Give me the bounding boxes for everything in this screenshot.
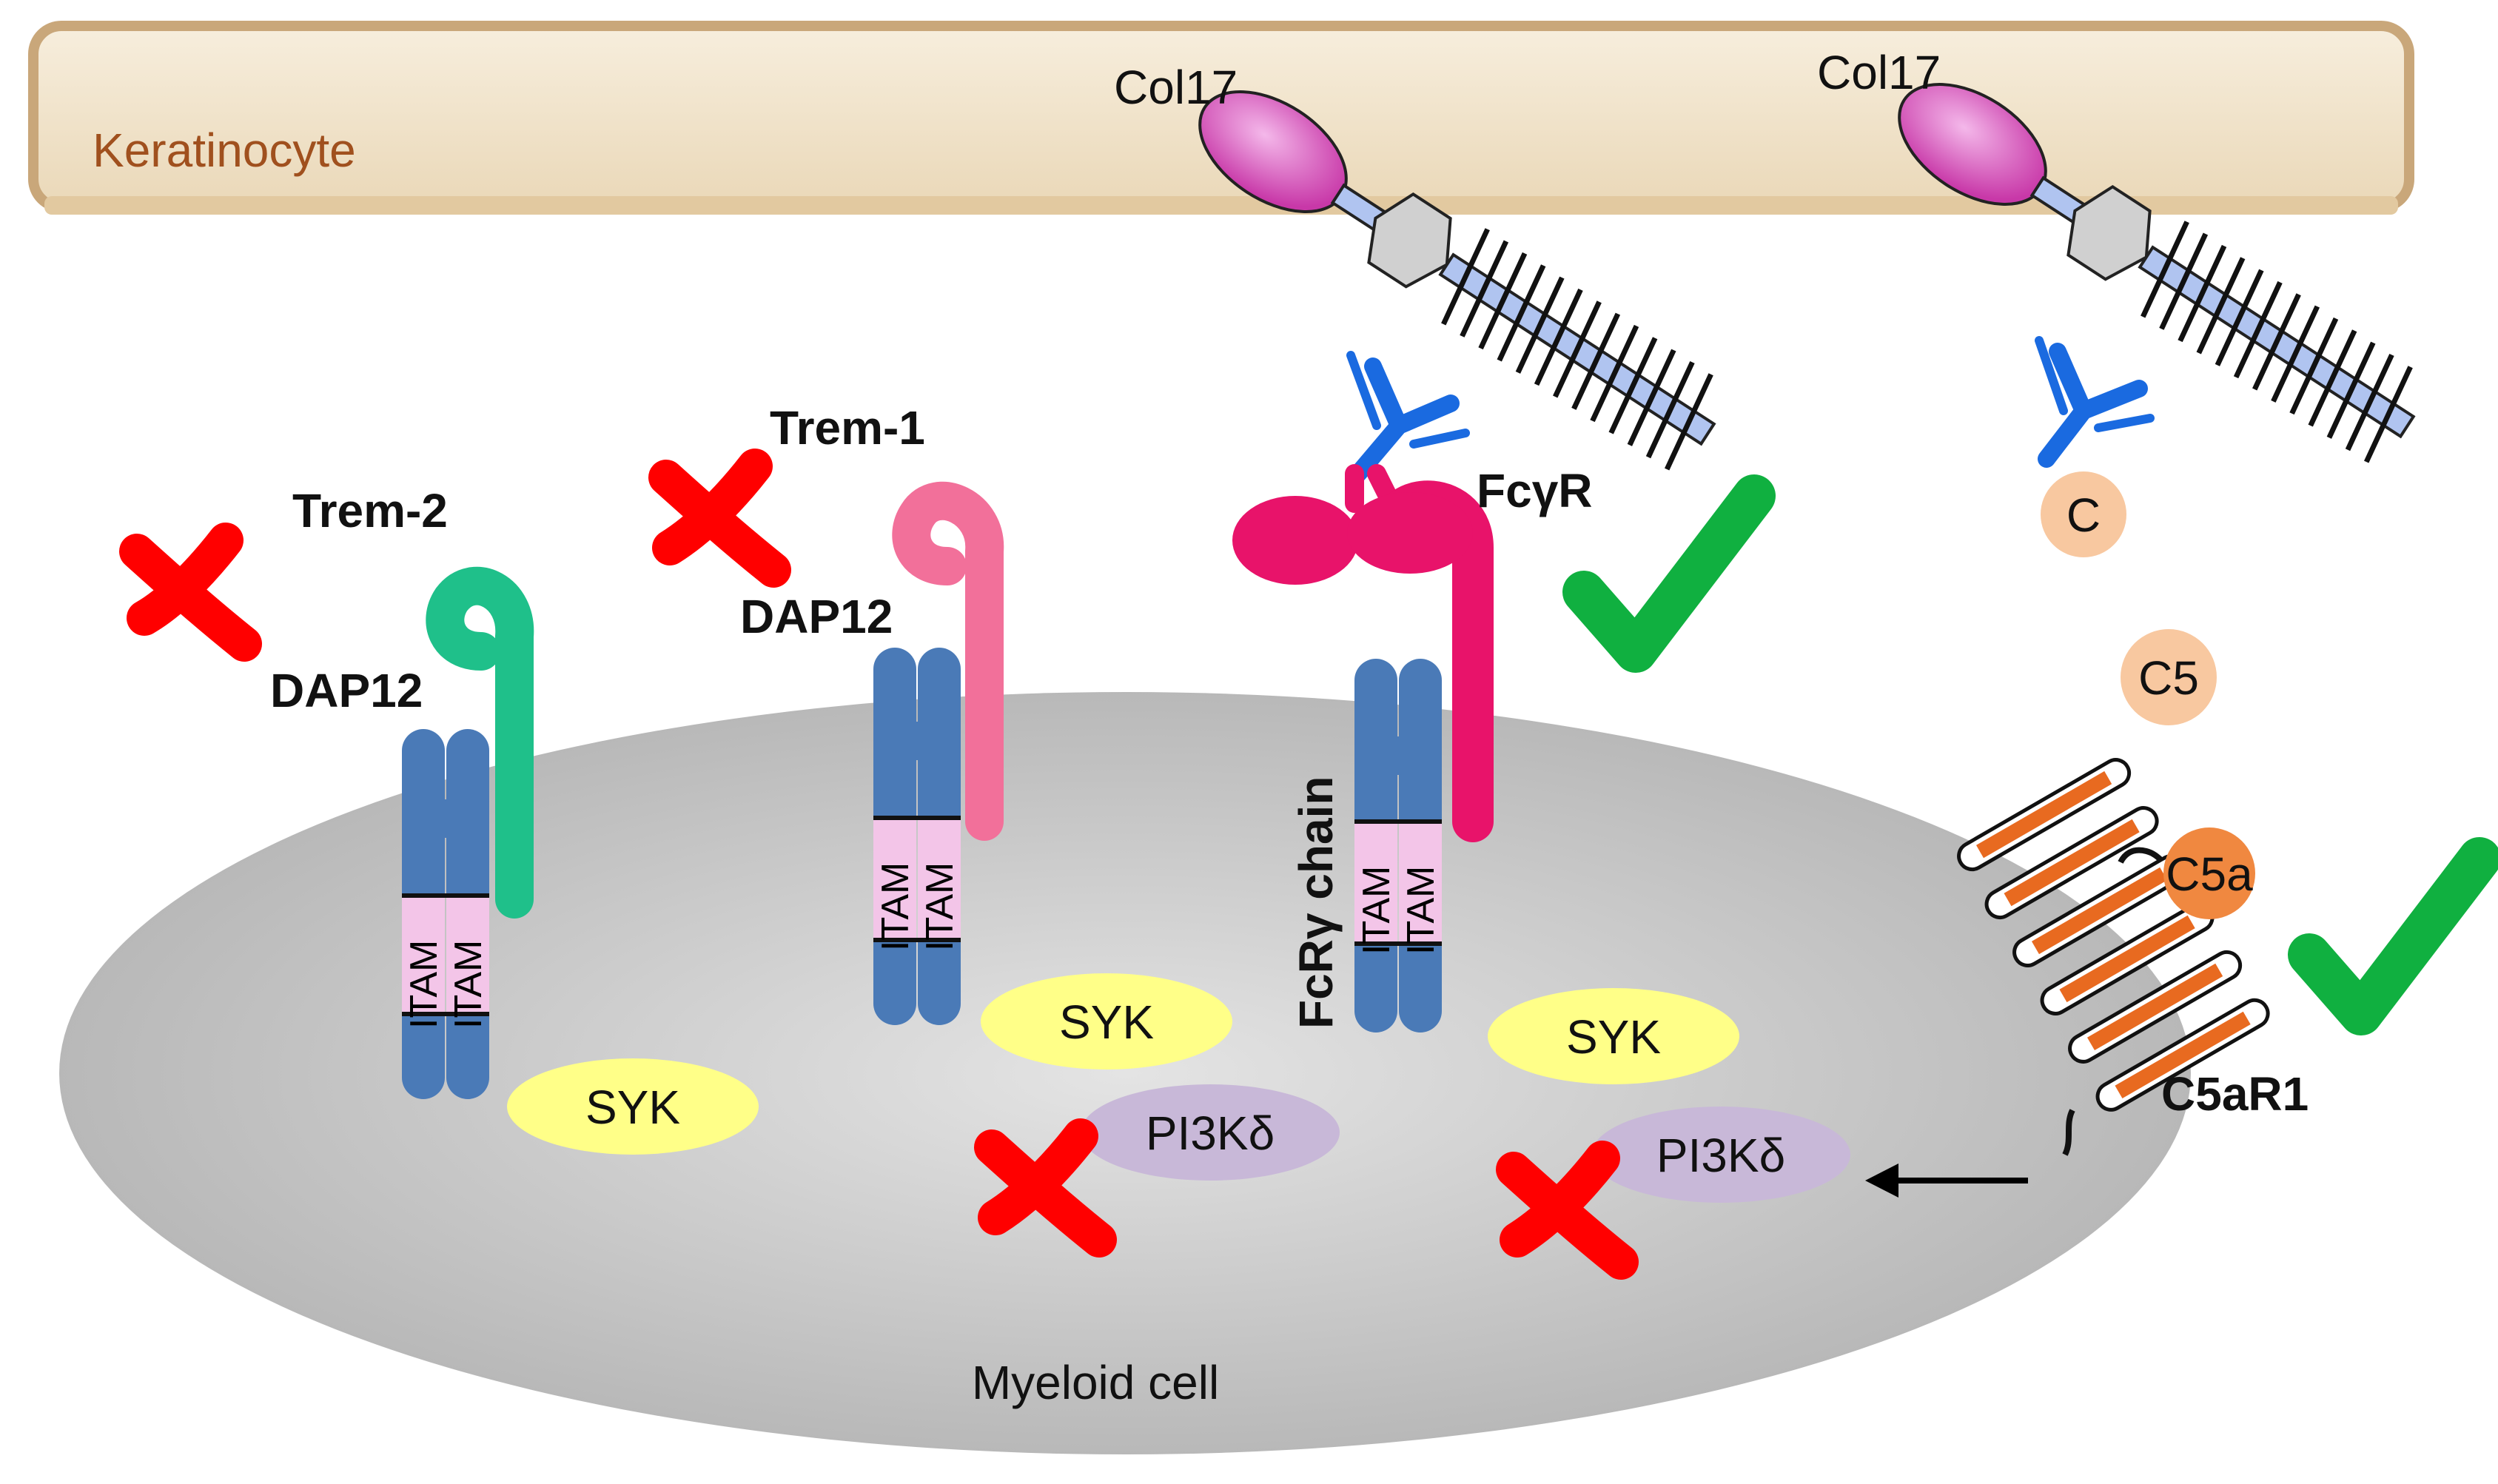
- syk-middle: SYK: [981, 973, 1232, 1070]
- itam-label: ITAM: [403, 940, 446, 1029]
- cross-icon: [974, 1118, 1117, 1258]
- itam-label: ITAM: [1355, 866, 1398, 955]
- cross-icon: [1496, 1141, 1639, 1280]
- col17-right-label: Col17: [1817, 46, 1941, 99]
- itam-label: ITAM: [919, 862, 961, 951]
- dap12-left-label: DAP12: [270, 664, 423, 717]
- itam-label: ITAM: [874, 862, 917, 951]
- complement-c-label: C: [2066, 488, 2101, 542]
- syk-label: SYK: [1566, 1010, 1661, 1064]
- complement-c5: C5: [2121, 629, 2217, 725]
- keratinocyte-label: Keratinocyte: [93, 124, 356, 177]
- antibody-icon: [1346, 351, 1470, 483]
- check-icon: [2288, 837, 2498, 1035]
- syk-label: SYK: [1059, 996, 1154, 1049]
- pi3k-label: PI3Kδ: [1146, 1107, 1275, 1160]
- trem2-label: Trem-2: [292, 484, 448, 537]
- syk-left: SYK: [507, 1058, 759, 1155]
- col17-left-label: Col17: [1114, 61, 1238, 114]
- cross-icon: [119, 523, 262, 662]
- complement-c5a: C5a: [2163, 827, 2255, 919]
- trem1-dap12-complex: ITAM ITAM Trem-1 DAP12: [740, 401, 1004, 1025]
- arrow-left-icon: [1865, 1164, 2028, 1198]
- syk-label: SYK: [585, 1081, 680, 1134]
- fcgr-complex: ITAM ITAM FcγR FcRγ chain: [1232, 464, 1593, 1033]
- syk-right: SYK: [1488, 988, 1739, 1084]
- antibody-icon: [2035, 336, 2155, 468]
- c5ar1-label: C5aR1: [2161, 1067, 2309, 1121]
- myeloid-cell: [59, 692, 2191, 1454]
- trem2-receptor: [426, 566, 534, 919]
- col17-left: Col17: [1114, 61, 1716, 471]
- c5-label: C5: [2138, 651, 2199, 705]
- complement-c: C: [2041, 471, 2126, 557]
- itam-label: ITAM: [447, 940, 490, 1029]
- pi3k-middle: PI3Kδ: [1081, 1084, 1340, 1181]
- fcgr-label: FcγR: [1477, 464, 1593, 517]
- trem1-receptor: [892, 481, 1004, 841]
- col17-right: Col17: [1817, 46, 2416, 463]
- c5a-label: C5a: [2166, 847, 2253, 901]
- cross-icon: [648, 449, 791, 588]
- trem1-label: Trem-1: [770, 401, 925, 454]
- check-icon: [1562, 474, 1776, 673]
- trem2-dap12-complex: ITAM ITAM Trem-2 DAP12: [270, 484, 534, 1099]
- fcr-chain-label: FcRγ chain: [1289, 776, 1343, 1029]
- itam-label: ITAM: [1400, 866, 1443, 955]
- dap12-mid-label: DAP12: [740, 590, 893, 643]
- pi3k-label: PI3Kδ: [1656, 1129, 1785, 1182]
- myeloid-cell-label: Myeloid cell: [972, 1356, 1219, 1409]
- pi3k-right: PI3Kδ: [1591, 1107, 1850, 1203]
